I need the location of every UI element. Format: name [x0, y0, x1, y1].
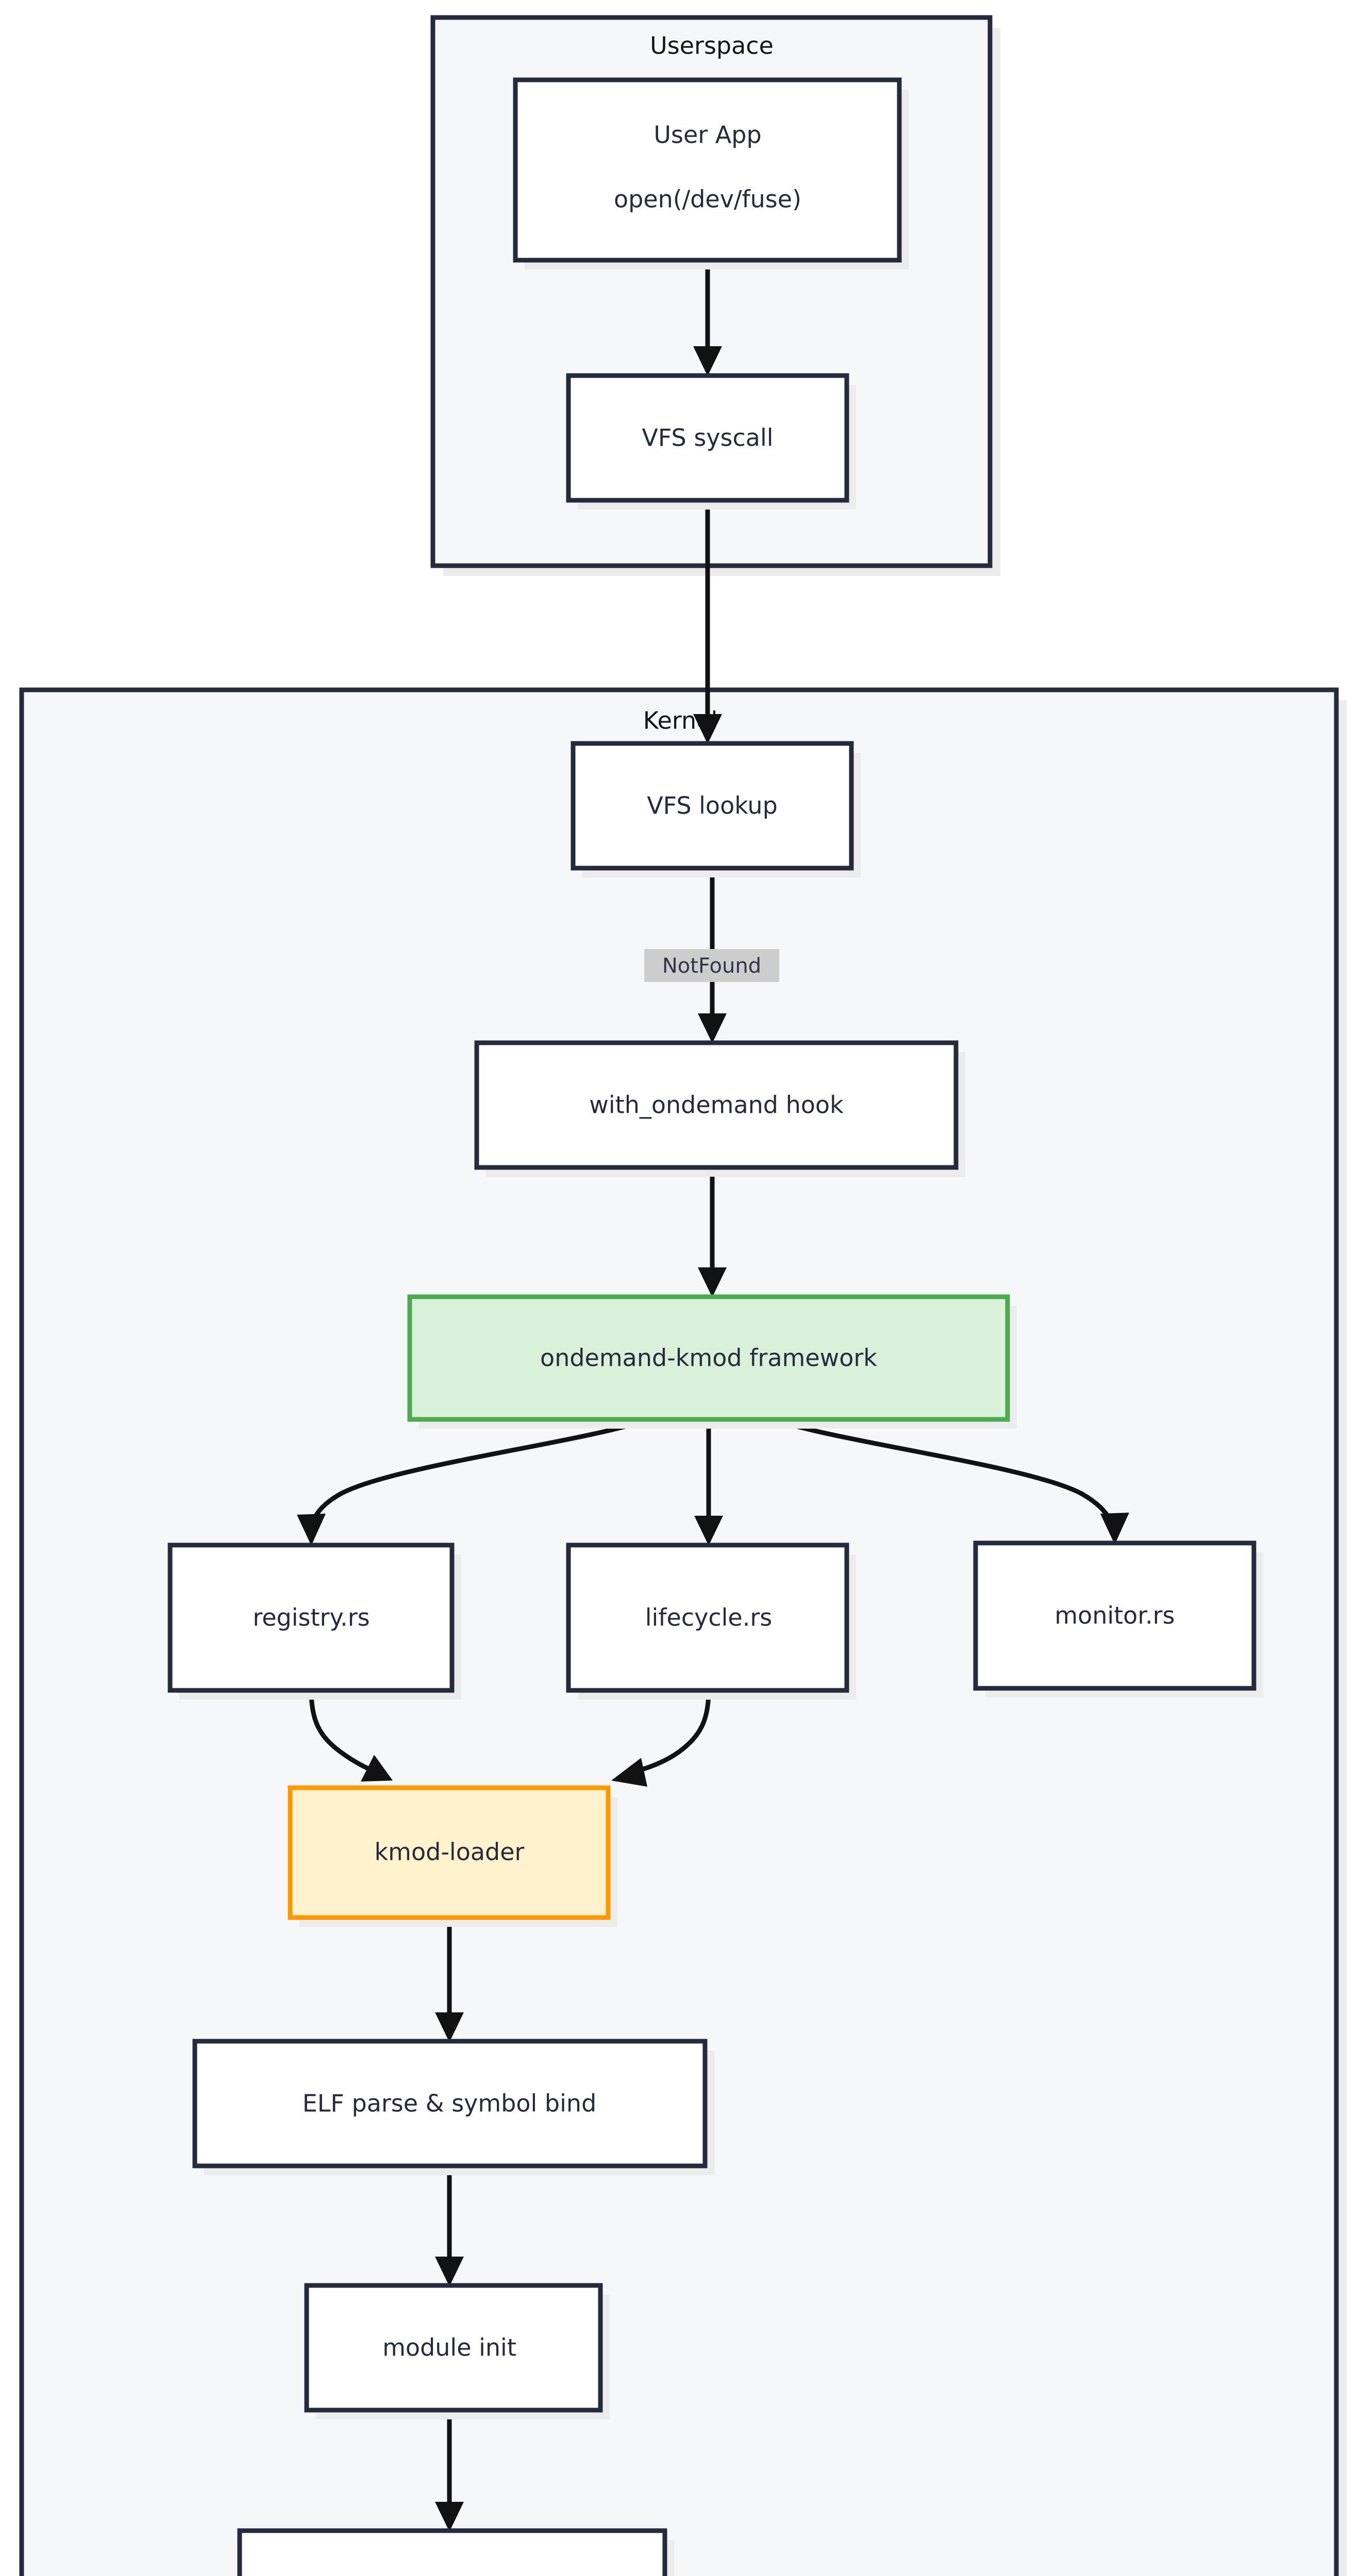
node-lifecycle-rs[interactable]: lifecycle.rs [566, 1543, 856, 1700]
node-register-dev-fuse-rect[interactable] [237, 2528, 667, 2576]
cluster-userspace-title: Userspace [650, 32, 774, 60]
edge-registry-to-loader [309, 1690, 393, 1782]
node-vfs-syscall-rect[interactable] [566, 373, 849, 503]
arrowhead-icon [435, 2257, 464, 2286]
node-registry-rs-label: registry.rs [253, 1604, 370, 1632]
node-vfs-lookup-label: VFS lookup [647, 792, 778, 820]
node-module-init-label: module init [382, 2334, 516, 2362]
node-elf-parse-symbol-bind-label: ELF parse & symbol bind [303, 2090, 597, 2117]
edge-framework-to-registry [297, 1417, 650, 1546]
edge-lifecycle-to-loader [611, 1690, 711, 1787]
edge-label-notfound-bg [644, 949, 779, 982]
node-kmod-loader[interactable]: kmod-loader [288, 1785, 617, 1927]
node-registry-rs-rect[interactable] [167, 1543, 455, 1693]
node-user-app[interactable]: User App open(/dev/fuse) [513, 77, 909, 269]
node-register-dev-fuse[interactable]: register /dev/fuse [237, 2528, 674, 2576]
edge-framework-to-monitor [772, 1417, 1129, 1545]
node-elf-parse-symbol-bind-rect[interactable] [192, 2039, 708, 2168]
node-user-app-rect[interactable] [513, 77, 902, 263]
node-monitor-rs-label: monitor.rs [1054, 1602, 1175, 1630]
node-lifecycle-rs-label: lifecycle.rs [645, 1604, 772, 1632]
node-kmod-loader-rect[interactable] [288, 1785, 611, 1920]
arrowhead-icon [694, 1516, 723, 1546]
node-with-ondemand-hook-label: with_ondemand hook [589, 1091, 844, 1119]
arrowhead-icon [361, 1755, 393, 1782]
edge-userapp-to-vfssys [693, 260, 722, 376]
edge-init-to-register [435, 2410, 464, 2532]
edge-label-notfound-text: NotFound [662, 954, 761, 978]
node-with-ondemand-hook-rect[interactable] [474, 1040, 959, 1170]
node-module-init[interactable]: module init [304, 2283, 610, 2419]
node-user-app-label2: open(/dev/fuse) [614, 185, 801, 213]
edge-vfslookup-to-hook [698, 868, 727, 1043]
edge-loader-to-elf [435, 1918, 464, 2042]
node-ondemand-kmod-framework[interactable]: ondemand-kmod framework [407, 1294, 1017, 1429]
node-ondemand-kmod-framework-rect[interactable] [407, 1294, 1010, 1422]
arrowhead-icon [693, 714, 722, 744]
edge-framework-to-lifecycle [694, 1419, 723, 1546]
node-vfs-lookup-rect[interactable] [571, 741, 854, 871]
node-module-init-rect[interactable] [304, 2283, 603, 2413]
edge-label-notfound: NotFound [644, 949, 779, 982]
edge-hook-to-framework [698, 1167, 727, 1297]
node-vfs-syscall-label: VFS syscall [642, 424, 773, 452]
node-vfs-lookup[interactable]: VFS lookup [571, 741, 861, 877]
node-kmod-loader-label: kmod-loader [375, 1838, 525, 1866]
edge-elf-to-init [435, 2166, 464, 2286]
node-elf-parse-symbol-bind[interactable]: ELF parse & symbol bind [192, 2039, 714, 2175]
arrowhead-icon [693, 346, 722, 376]
arrowhead-icon [698, 1267, 727, 1297]
node-monitor-rs-rect[interactable] [973, 1540, 1256, 1691]
node-with-ondemand-hook[interactable]: with_ondemand hook [474, 1040, 965, 1177]
node-lifecycle-rs-rect[interactable] [566, 1543, 849, 1693]
arrowhead-icon [1100, 1513, 1129, 1545]
arrowhead-icon [698, 1013, 727, 1043]
edge-vfssys-to-vfslookup [693, 500, 722, 744]
node-monitor-rs[interactable]: monitor.rs [973, 1540, 1263, 1698]
node-user-app-label: User App [653, 121, 761, 149]
arrowhead-icon [297, 1514, 326, 1546]
arrowhead-icon [435, 2502, 464, 2532]
arrowhead-icon [611, 1758, 647, 1787]
node-registry-rs[interactable]: registry.rs [167, 1543, 461, 1700]
arrowhead-icon [435, 2012, 464, 2042]
node-ondemand-kmod-framework-label: ondemand-kmod framework [540, 1344, 877, 1372]
node-vfs-syscall[interactable]: VFS syscall [566, 373, 856, 510]
